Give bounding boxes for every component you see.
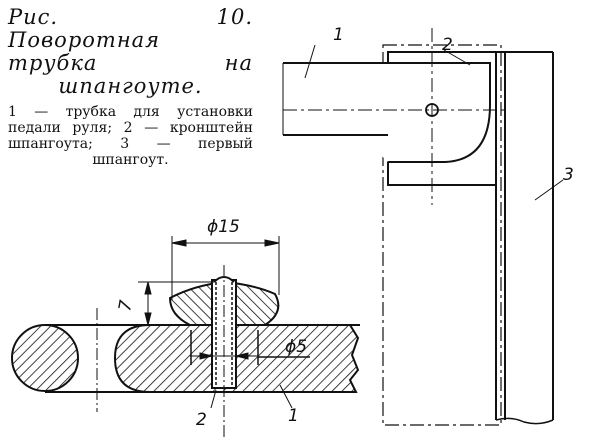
frame-rails [495, 52, 554, 420]
outline-dash-rect [382, 44, 502, 426]
label-tube-top: 1 [333, 25, 344, 45]
figure-title: Рис. 10. Поворотная трубка на шпангоуте. [8, 5, 253, 98]
label-tube-section: 1 [288, 406, 299, 426]
figure-caption: Рис. 10. Поворотная трубка на шпангоуте.… [8, 5, 253, 169]
dim-head-height: 7 [115, 299, 137, 313]
label-bracket-section: 2 [196, 410, 207, 430]
figure-legend: 1 — трубка для установки педали руля; 2 … [8, 104, 253, 168]
leader-2 [443, 49, 471, 66]
leader-3 [534, 179, 564, 201]
section-view [11, 236, 360, 440]
tube [283, 62, 491, 163]
pivot-circle [425, 103, 439, 117]
frame-section-circle [11, 324, 79, 392]
leader-1 [304, 44, 316, 79]
label-bracket-top: 2 [442, 35, 453, 55]
dim-outer-diameter: ϕ15 [207, 217, 240, 237]
top-view [282, 28, 564, 426]
label-frame-top: 3 [563, 165, 574, 185]
dim-hole-diameter: ϕ5 [285, 337, 307, 357]
